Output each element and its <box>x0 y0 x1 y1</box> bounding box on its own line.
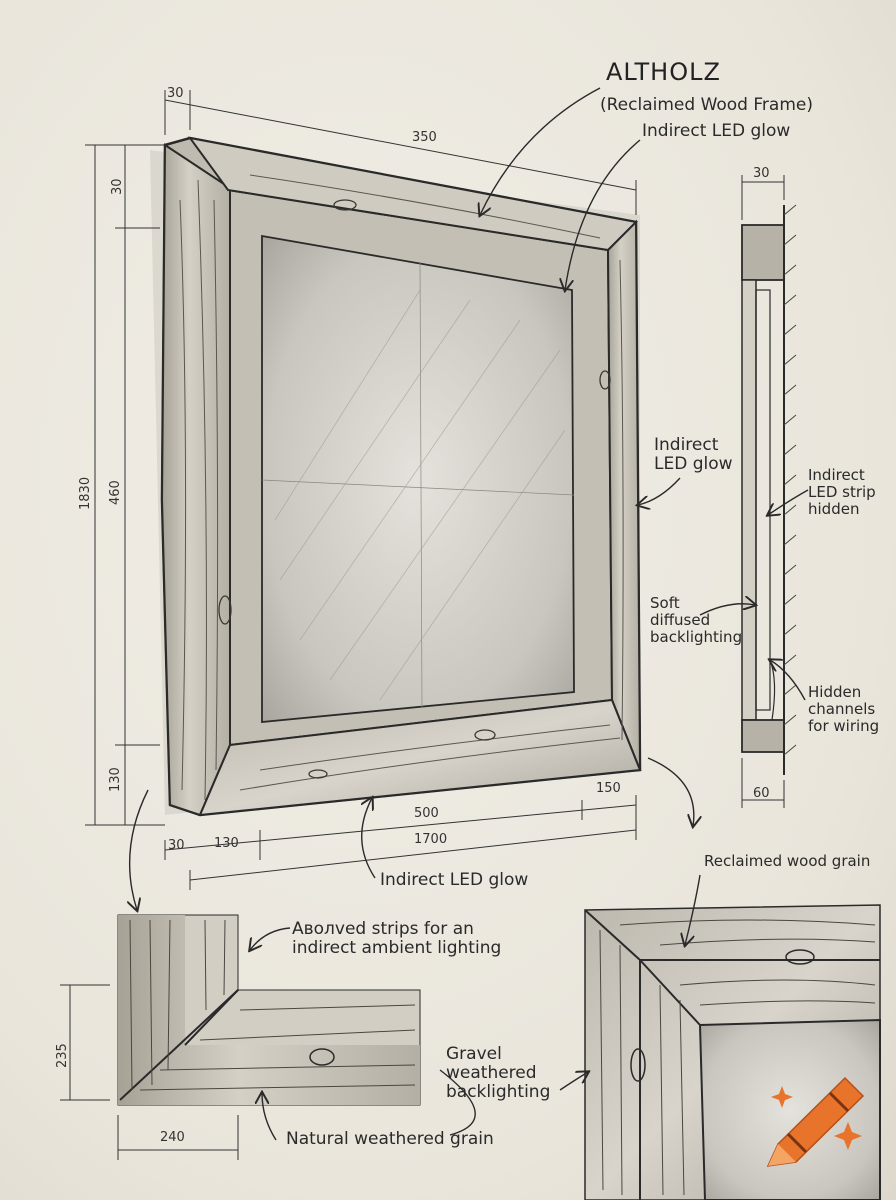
label-wiring: Hidden channels for wiring <box>808 683 880 735</box>
corner-detail-left <box>60 914 421 1160</box>
dim-left-total: 1830 <box>78 476 93 510</box>
dim-side-bottom: 60 <box>753 786 770 801</box>
leader-arrows <box>130 87 809 1141</box>
label-gravel: Gravel weathered backlighting <box>446 1044 551 1102</box>
dim-left-bottom: 130 <box>108 767 123 792</box>
dim-detail-w: 240 <box>160 1130 185 1145</box>
main-frame <box>150 136 642 817</box>
crayon-logo <box>766 1076 865 1167</box>
label-natural: Natural weathered grain <box>286 1129 494 1149</box>
side-profile <box>741 175 797 808</box>
title: ALTHOLZ <box>606 58 721 86</box>
label-led-strip: Indirect LED strip hidden <box>808 466 876 518</box>
corner-detail-right <box>584 904 881 1200</box>
dim-bottom-total: 1700 <box>414 832 448 847</box>
label-grain-top: Reclaimed wood grain <box>704 852 871 870</box>
dim-left-inner: 460 <box>108 480 123 505</box>
label-soft-backlight: Soft diffused backlighting <box>650 594 743 646</box>
label-strips: Aволved strips for an indirect ambient l… <box>292 919 502 958</box>
subtitle: (Reclaimed Wood Frame) <box>600 95 813 115</box>
label-bottom-glow: Indirect LED glow <box>380 870 529 890</box>
dim-top-left: 30 <box>167 86 184 101</box>
dim-bottom-c: 500 <box>414 806 439 821</box>
dim-side-top: 30 <box>753 166 770 181</box>
dim-detail-h: 235 <box>55 1043 70 1068</box>
label-right-glow: Indirect LED glow <box>654 435 733 474</box>
dim-bottom-b: 130 <box>214 836 239 851</box>
dim-top-width: 350 <box>412 130 437 145</box>
main-dimension-lines <box>85 90 637 890</box>
dim-bottom-d: 150 <box>596 781 621 796</box>
label-top-glow: Indirect LED glow <box>642 121 791 141</box>
dim-left-top: 30 <box>110 178 125 195</box>
dim-bottom-a: 30 <box>168 838 185 853</box>
